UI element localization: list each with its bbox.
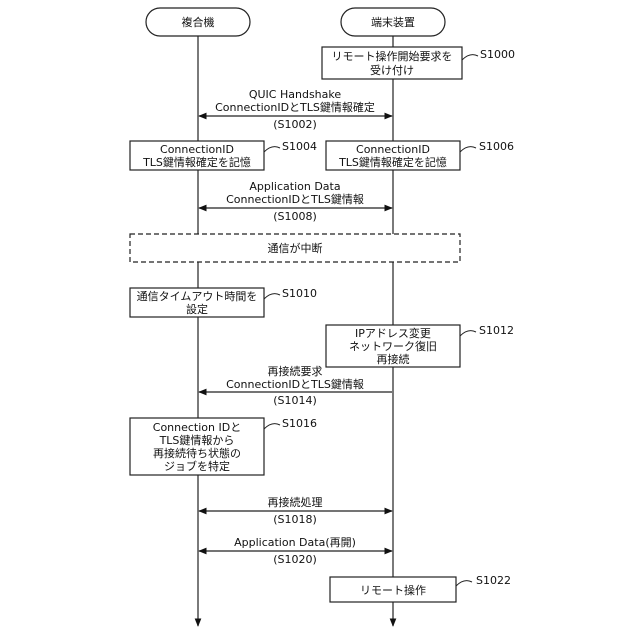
step-number: S1004 xyxy=(282,140,317,153)
message-label: 再接続処理 xyxy=(268,495,323,509)
box-text: TLS鍵情報確定を記憶 xyxy=(338,155,447,169)
box-text: IPアドレス変更 xyxy=(355,326,431,340)
process-box-s1000: リモート操作開始要求を 受け付け S1000 xyxy=(322,47,515,79)
message-label: QUIC Handshake xyxy=(249,88,342,101)
box-text: ネットワーク復旧 xyxy=(349,340,437,353)
process-box-s1022: リモート操作 S1022 xyxy=(330,574,511,602)
process-box-s1016: Connection IDと TLS鍵情報から 再接続待ち状態の ジョブを特定 … xyxy=(130,417,317,475)
message-s1002: QUIC Handshake ConnectionIDとTLS鍵情報確定 (S1… xyxy=(199,88,392,131)
step-number: S1016 xyxy=(282,417,317,430)
message-label: Application Data xyxy=(249,180,340,193)
step-number: (S1002) xyxy=(273,118,317,131)
step-number: (S1018) xyxy=(273,513,317,526)
interruption-label: 通信が中断 xyxy=(268,241,323,255)
box-text: Connection IDと xyxy=(153,421,241,434)
message-s1018: 再接続処理 (S1018) xyxy=(199,495,392,526)
lane-header-left: 複合機 xyxy=(146,8,250,36)
message-label: ConnectionIDとTLS鍵情報 xyxy=(226,192,364,206)
lane-title-right: 端末装置 xyxy=(371,15,415,29)
process-box-s1004: ConnectionID TLS鍵情報確定を記憶 S1004 xyxy=(130,140,317,170)
message-s1014: 再接続要求 ConnectionIDとTLS鍵情報 (S1014) xyxy=(199,364,392,407)
box-text: 通信タイムアウト時間を xyxy=(137,290,258,303)
box-text: ConnectionID xyxy=(356,143,430,156)
interruption-band: 通信が中断 xyxy=(130,234,460,262)
process-box-s1012: IPアドレス変更 ネットワーク復旧 再接続 S1012 xyxy=(326,324,514,367)
step-number: (S1020) xyxy=(273,553,317,566)
box-text: TLS鍵情報から xyxy=(159,433,235,447)
message-label: 再接続要求 xyxy=(268,364,323,378)
process-box-s1010: 通信タイムアウト時間を 設定 S1010 xyxy=(130,287,317,317)
step-number: S1012 xyxy=(479,324,514,337)
box-text: 受け付け xyxy=(370,64,414,77)
box-text: 再接続 xyxy=(377,352,410,366)
process-box-s1006: ConnectionID TLS鍵情報確定を記憶 S1006 xyxy=(326,140,514,170)
box-text: TLS鍵情報確定を記憶 xyxy=(142,155,251,169)
lane-title-left: 複合機 xyxy=(182,15,215,29)
step-number: S1010 xyxy=(282,287,317,300)
step-number: (S1008) xyxy=(273,210,317,223)
lane-header-right: 端末装置 xyxy=(341,8,445,36)
message-label: ConnectionIDとTLS鍵情報 xyxy=(226,377,364,391)
box-text: ConnectionID xyxy=(160,143,234,156)
box-text: 再接続待ち状態の xyxy=(153,446,241,460)
box-text: 設定 xyxy=(186,302,208,316)
step-number: (S1014) xyxy=(273,394,317,407)
box-text: ジョブを特定 xyxy=(164,459,230,473)
message-label: ConnectionIDとTLS鍵情報確定 xyxy=(215,100,375,114)
step-number: S1000 xyxy=(480,48,515,61)
box-text: リモート操作 xyxy=(360,583,426,597)
step-number: S1022 xyxy=(476,574,511,587)
message-s1020: Application Data(再開) (S1020) xyxy=(199,536,392,566)
message-label: Application Data(再開) xyxy=(234,536,356,549)
step-number: S1006 xyxy=(479,140,514,153)
box-text: リモート操作開始要求を xyxy=(332,49,453,63)
message-s1008: Application Data ConnectionIDとTLS鍵情報 (S1… xyxy=(199,180,392,223)
